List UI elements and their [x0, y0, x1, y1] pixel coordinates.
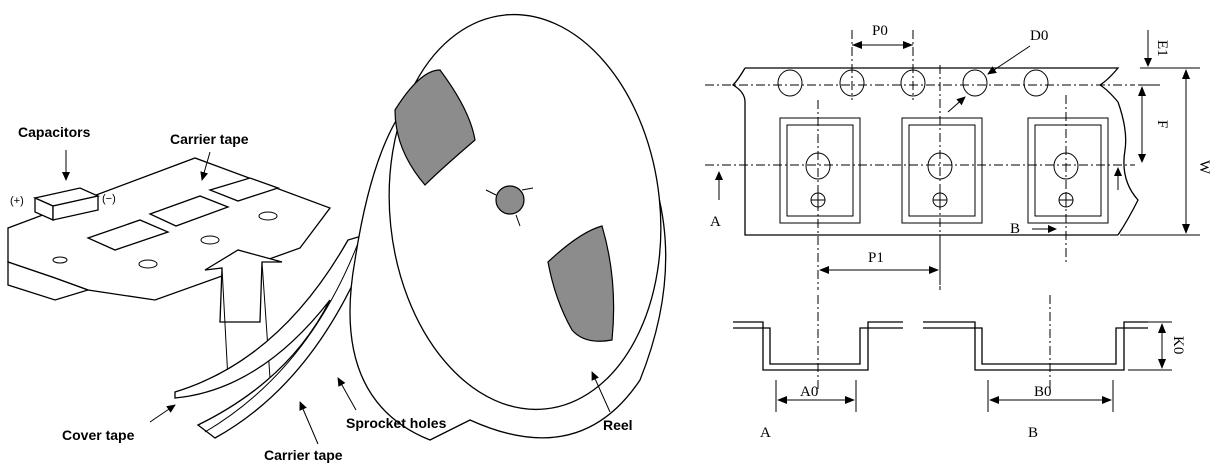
capacitor-component	[32, 187, 101, 222]
label-capacitors: Capacitors	[18, 124, 91, 140]
label-carrier-tape-bottom: Carrier tape	[264, 447, 343, 463]
section-b-label: B	[1028, 425, 1038, 441]
label-minus: (−)	[102, 193, 116, 205]
label-cover-tape: Cover tape	[62, 427, 135, 443]
dim-e1: E1	[1154, 40, 1170, 57]
arrow-sprocket-holes	[337, 377, 357, 411]
label-carrier-tape-top: Carrier tape	[170, 131, 249, 147]
label-reel: Reel	[603, 417, 633, 433]
dim-b0: B0	[1034, 384, 1052, 400]
tape-top-view	[705, 30, 1139, 290]
dim-p0: P0	[872, 23, 888, 39]
reel	[349, 13, 667, 441]
dim-w: W	[1196, 160, 1212, 175]
label-sprocket-holes: Sprocket holes	[346, 415, 447, 431]
section-a-marker: A	[710, 214, 721, 230]
arrow-carrier-tape-bottom	[299, 401, 319, 445]
dim-d0: D0	[1030, 28, 1048, 44]
arrow-cover-tape	[149, 404, 176, 423]
dim-f: F	[1154, 120, 1170, 128]
arrow-carrier-tape-top	[200, 151, 211, 181]
dim-p1: P1	[868, 250, 884, 266]
label-plus: (+)	[10, 195, 24, 207]
cross-section-a	[733, 295, 903, 412]
cross-section-b	[923, 295, 1172, 412]
dim-a0: A0	[800, 384, 818, 400]
section-a-label: A	[760, 425, 771, 441]
up-arrow	[204, 249, 283, 381]
dim-k0: K0	[1170, 336, 1186, 354]
tape-ribbon	[174, 231, 377, 439]
carrier-tape-perspective	[7, 157, 332, 301]
arrow-reel	[591, 371, 611, 413]
section-b-marker: B	[1010, 221, 1020, 237]
